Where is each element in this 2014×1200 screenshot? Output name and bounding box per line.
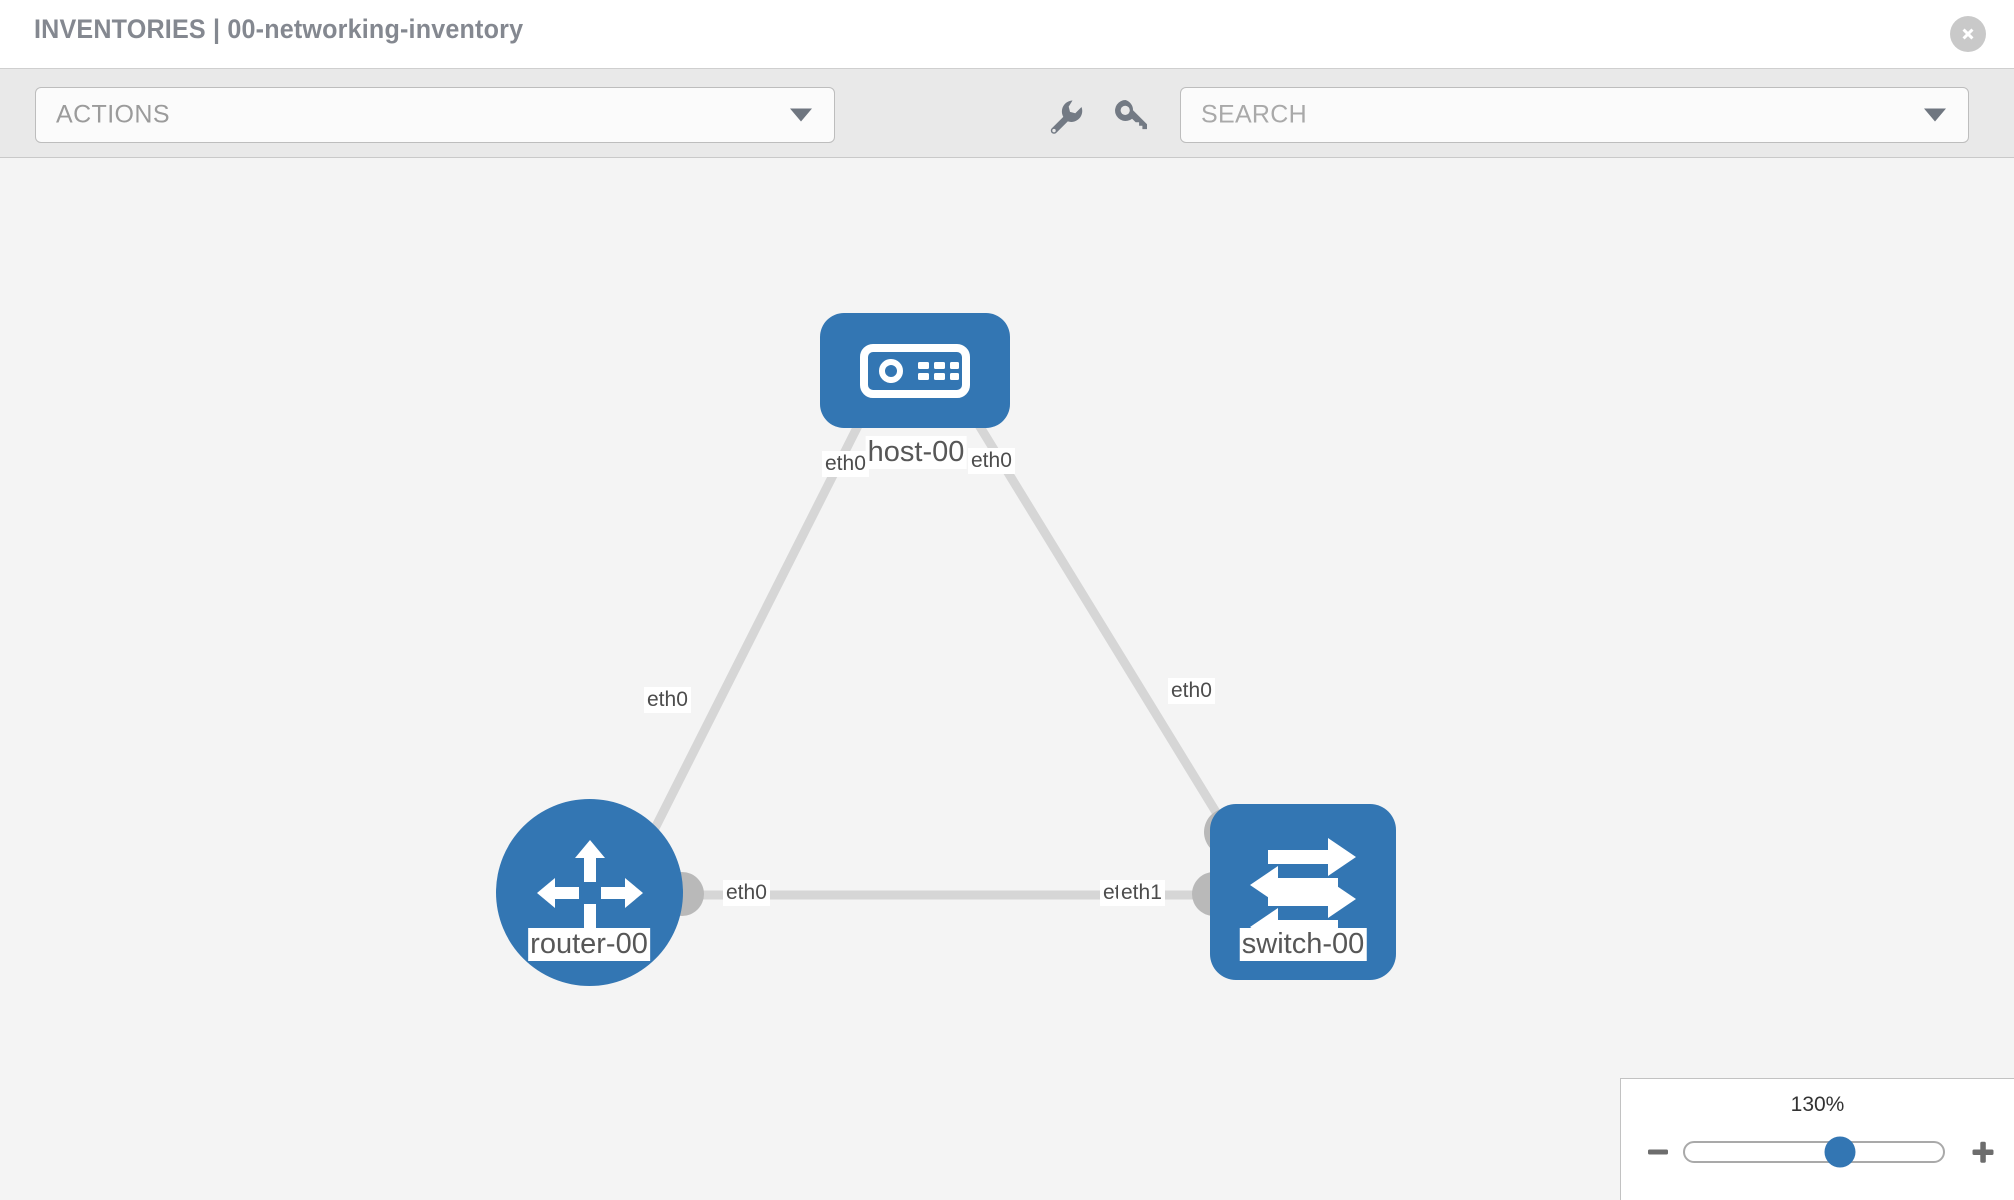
plus-icon[interactable] xyxy=(1966,1135,2000,1169)
search-placeholder: SEARCH xyxy=(1201,100,1307,129)
edge-label-host-eth0-right: eth0 xyxy=(968,448,1015,474)
node-router-00-label: router-00 xyxy=(528,928,650,961)
zoom-control-panel: 130% xyxy=(1620,1078,2014,1200)
wrench-icon[interactable] xyxy=(1040,91,1088,139)
edge-label-switch-eth1: eth1 xyxy=(1118,880,1165,906)
topology-canvas[interactable]: host-00 xyxy=(0,158,2014,1200)
zoom-slider-thumb[interactable] xyxy=(1824,1136,1856,1168)
zoom-slider[interactable] xyxy=(1683,1136,1945,1168)
actions-dropdown-label: ACTIONS xyxy=(56,100,170,129)
actions-dropdown[interactable]: ACTIONS xyxy=(35,87,835,143)
chevron-down-icon xyxy=(790,108,812,122)
node-host-00-shape[interactable] xyxy=(820,313,1010,428)
node-router-00-shape[interactable] xyxy=(496,799,683,986)
topology-graph: host-00 xyxy=(0,158,2014,1200)
chevron-down-icon[interactable] xyxy=(1924,108,1946,122)
key-icon[interactable] xyxy=(1108,91,1156,139)
minus-icon[interactable] xyxy=(1641,1135,1675,1169)
edge-label-router-eth0-up: eth0 xyxy=(644,687,691,713)
server-icon xyxy=(860,343,970,398)
topology-edges xyxy=(635,381,1243,900)
search-input[interactable]: SEARCH xyxy=(1180,87,1969,143)
node-switch-00-label: switch-00 xyxy=(1239,928,1367,961)
page-title: INVENTORIES | 00-networking-inventory xyxy=(34,14,524,44)
toolbar: ACTIONS SEARCH xyxy=(0,68,2014,158)
node-host-00-label: host-00 xyxy=(865,436,967,469)
page-header: INVENTORIES | 00-networking-inventory xyxy=(0,0,2014,68)
edge-label-router-eth0: eth0 xyxy=(723,880,770,906)
edge-label-switch-eth0-up: eth0 xyxy=(1168,678,1215,704)
edge-label-host-eth0-left: eth0 xyxy=(822,451,869,477)
close-icon[interactable] xyxy=(1950,16,1986,52)
zoom-level-value: 130% xyxy=(1790,1093,1845,1116)
